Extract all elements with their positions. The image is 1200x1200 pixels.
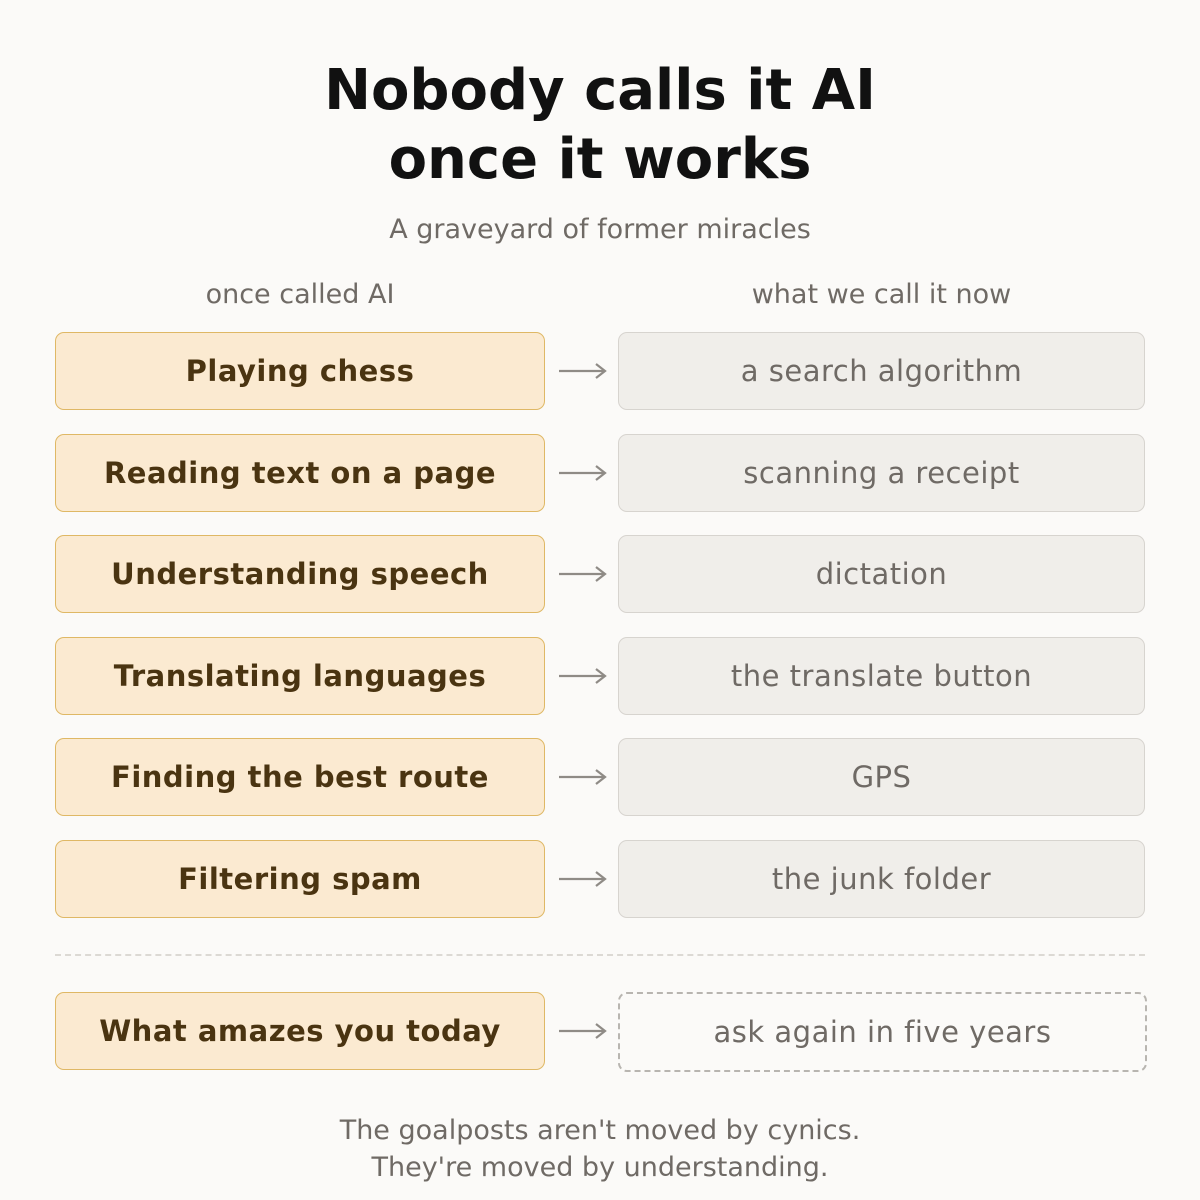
amazes-you-today-box: What amazes you today bbox=[55, 992, 545, 1070]
called-now-box: dictation bbox=[618, 535, 1145, 613]
once-called-ai-box: Reading text on a page bbox=[55, 434, 545, 512]
mapping-row: Finding the best route GPS bbox=[0, 738, 1200, 816]
title-line-1: Nobody calls it AI bbox=[324, 58, 876, 123]
right-arrow-icon bbox=[559, 363, 607, 379]
footer-caption: The goalposts aren't moved by cynics. Th… bbox=[0, 1112, 1200, 1186]
future-name-placeholder-box: ask again in five years bbox=[618, 992, 1147, 1072]
mapping-row: Reading text on a page scanning a receip… bbox=[0, 434, 1200, 512]
once-called-ai-box: Finding the best route bbox=[55, 738, 545, 816]
right-arrow-icon bbox=[559, 871, 607, 887]
right-arrow-icon bbox=[559, 566, 607, 582]
mapping-row: Understanding speech dictation bbox=[0, 535, 1200, 613]
column-header-once-called-ai: once called AI bbox=[205, 279, 395, 310]
once-called-ai-box: Understanding speech bbox=[55, 535, 545, 613]
once-called-ai-box: Playing chess bbox=[55, 332, 545, 410]
future-mapping-row: What amazes you today ask again in five … bbox=[0, 992, 1200, 1072]
mapping-row: Translating languages the translate butt… bbox=[0, 637, 1200, 715]
called-now-box: scanning a receipt bbox=[618, 434, 1145, 512]
called-now-box: the junk folder bbox=[618, 840, 1145, 918]
column-header-what-we-call-it-now: what we call it now bbox=[751, 279, 1012, 310]
mapping-row: Playing chess a search algorithm bbox=[0, 332, 1200, 410]
once-called-ai-box: Filtering spam bbox=[55, 840, 545, 918]
section-divider bbox=[55, 954, 1145, 956]
right-arrow-icon bbox=[559, 465, 607, 481]
once-called-ai-box: Translating languages bbox=[55, 637, 545, 715]
footer-line-1: The goalposts aren't moved by cynics. bbox=[339, 1115, 861, 1146]
title-line-2: once it works bbox=[388, 127, 812, 192]
right-arrow-icon bbox=[559, 668, 607, 684]
mapping-row: Filtering spam the junk folder bbox=[0, 840, 1200, 918]
page-title: Nobody calls it AI once it works bbox=[0, 56, 1200, 194]
footer-line-2: They're moved by understanding. bbox=[371, 1152, 829, 1183]
right-arrow-icon bbox=[559, 1023, 607, 1039]
called-now-box: a search algorithm bbox=[618, 332, 1145, 410]
right-arrow-icon bbox=[559, 769, 607, 785]
called-now-box: the translate button bbox=[618, 637, 1145, 715]
page-subtitle: A graveyard of former miracles bbox=[389, 214, 811, 245]
called-now-box: GPS bbox=[618, 738, 1145, 816]
